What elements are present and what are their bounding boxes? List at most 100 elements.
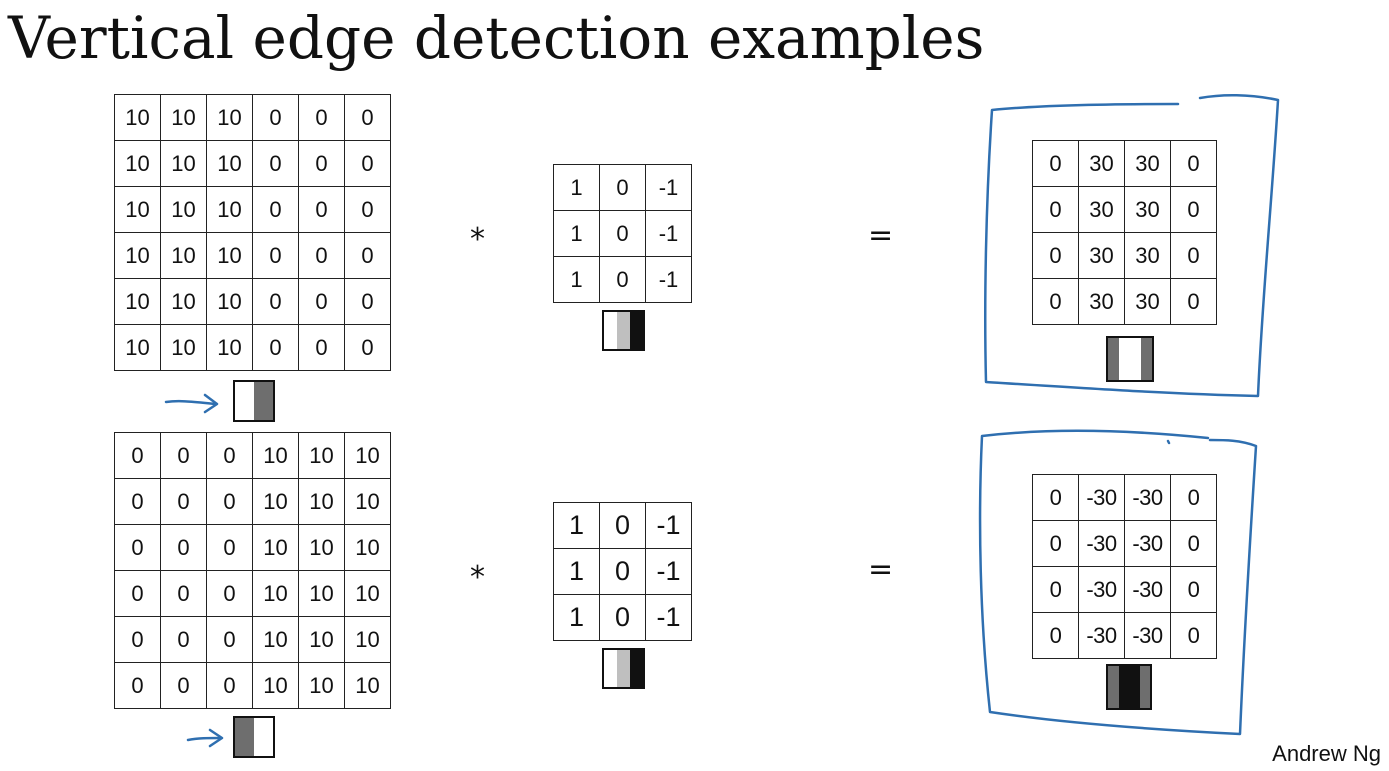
matrix-cell: 10 — [160, 278, 207, 325]
matrix-cell: 10 — [206, 278, 253, 325]
matrix-cell: 0 — [344, 94, 391, 141]
filter-swatch-2 — [602, 648, 645, 689]
matrix-cell: 10 — [252, 478, 299, 525]
swatch-band — [617, 312, 630, 349]
convolve-operator-1: * — [470, 222, 485, 257]
matrix-cell: 10 — [206, 94, 253, 141]
matrix-cell: 0 — [1032, 278, 1079, 325]
matrix-cell: 0 — [114, 616, 161, 663]
matrix-cell: 10 — [114, 186, 161, 233]
swatch-band — [617, 650, 630, 687]
matrix-cell: -1 — [645, 502, 692, 549]
matrix-cell: 0 — [298, 140, 345, 187]
matrix-cell: 0 — [206, 570, 253, 617]
output-swatch-1 — [1106, 336, 1154, 382]
matrix-cell: 0 — [1170, 612, 1217, 659]
matrix-cell: 10 — [252, 570, 299, 617]
matrix-cell: 0 — [206, 432, 253, 479]
matrix-cell: -30 — [1078, 612, 1125, 659]
matrix-cell: 0 — [599, 594, 646, 641]
swatch-band — [630, 312, 643, 349]
matrix-cell: 10 — [344, 478, 391, 525]
matrix-cell: 1 — [553, 164, 600, 211]
matrix-cell: 0 — [160, 616, 207, 663]
matrix-cell: 0 — [114, 570, 161, 617]
matrix-cell: -30 — [1078, 520, 1125, 567]
matrix-cell: 30 — [1124, 232, 1171, 279]
matrix-cell: 0 — [298, 232, 345, 279]
matrix-cell: 0 — [344, 232, 391, 279]
matrix-cell: 0 — [160, 662, 207, 709]
swatch-band — [1119, 338, 1130, 380]
swatch-band — [1108, 666, 1119, 708]
matrix-cell: 10 — [114, 324, 161, 371]
matrix-cell: 10 — [160, 324, 207, 371]
matrix-cell: 10 — [344, 524, 391, 571]
matrix-cell: 10 — [298, 432, 345, 479]
matrix-cell: 0 — [160, 478, 207, 525]
matrix-cell: 0 — [599, 548, 646, 595]
matrix-cell: 10 — [114, 94, 161, 141]
matrix-cell: 0 — [252, 94, 299, 141]
swatch-band — [1108, 338, 1119, 380]
matrix-cell: -30 — [1078, 474, 1125, 521]
matrix-cell: 0 — [298, 94, 345, 141]
matrix-cell: 0 — [1032, 612, 1079, 659]
matrix-cell: 0 — [252, 186, 299, 233]
matrix-cell: 0 — [1032, 520, 1079, 567]
matrix-cell: 10 — [344, 616, 391, 663]
input-swatch-1 — [233, 380, 275, 422]
matrix-cell: 0 — [252, 278, 299, 325]
matrix-cell: 0 — [114, 524, 161, 571]
matrix-cell: 10 — [298, 478, 345, 525]
output-swatch-2 — [1106, 664, 1152, 710]
matrix-cell: 0 — [1170, 140, 1217, 187]
swatch-band — [254, 382, 273, 420]
matrix-cell: 10 — [344, 432, 391, 479]
matrix-cell: 10 — [252, 524, 299, 571]
matrix-cell: 0 — [252, 232, 299, 279]
matrix-cell: 0 — [160, 524, 207, 571]
matrix-cell: 10 — [252, 662, 299, 709]
matrix-cell: -1 — [645, 256, 692, 303]
matrix-cell: 0 — [344, 186, 391, 233]
matrix-cell: 0 — [599, 256, 646, 303]
swatch-band — [235, 382, 254, 420]
matrix-cell: 30 — [1124, 278, 1171, 325]
matrix-cell: 10 — [206, 232, 253, 279]
matrix-cell: 0 — [114, 432, 161, 479]
input-swatch-2 — [233, 716, 275, 758]
matrix-cell: 0 — [1170, 474, 1217, 521]
swatch-band — [235, 718, 254, 756]
matrix-cell: 0 — [206, 616, 253, 663]
matrix-cell: 30 — [1078, 232, 1125, 279]
matrix-cell: 10 — [160, 94, 207, 141]
matrix-cell: 10 — [114, 140, 161, 187]
arrow-annotation-2 — [186, 736, 223, 742]
convolve-operator-2: * — [470, 560, 485, 595]
matrix-cell: 10 — [206, 324, 253, 371]
swatch-band — [1130, 338, 1141, 380]
matrix-cell: 0 — [344, 278, 391, 325]
matrix-cell: -30 — [1124, 474, 1171, 521]
swatch-band — [1118, 666, 1129, 708]
matrix-cell: 0 — [252, 324, 299, 371]
matrix-cell: -1 — [645, 164, 692, 211]
